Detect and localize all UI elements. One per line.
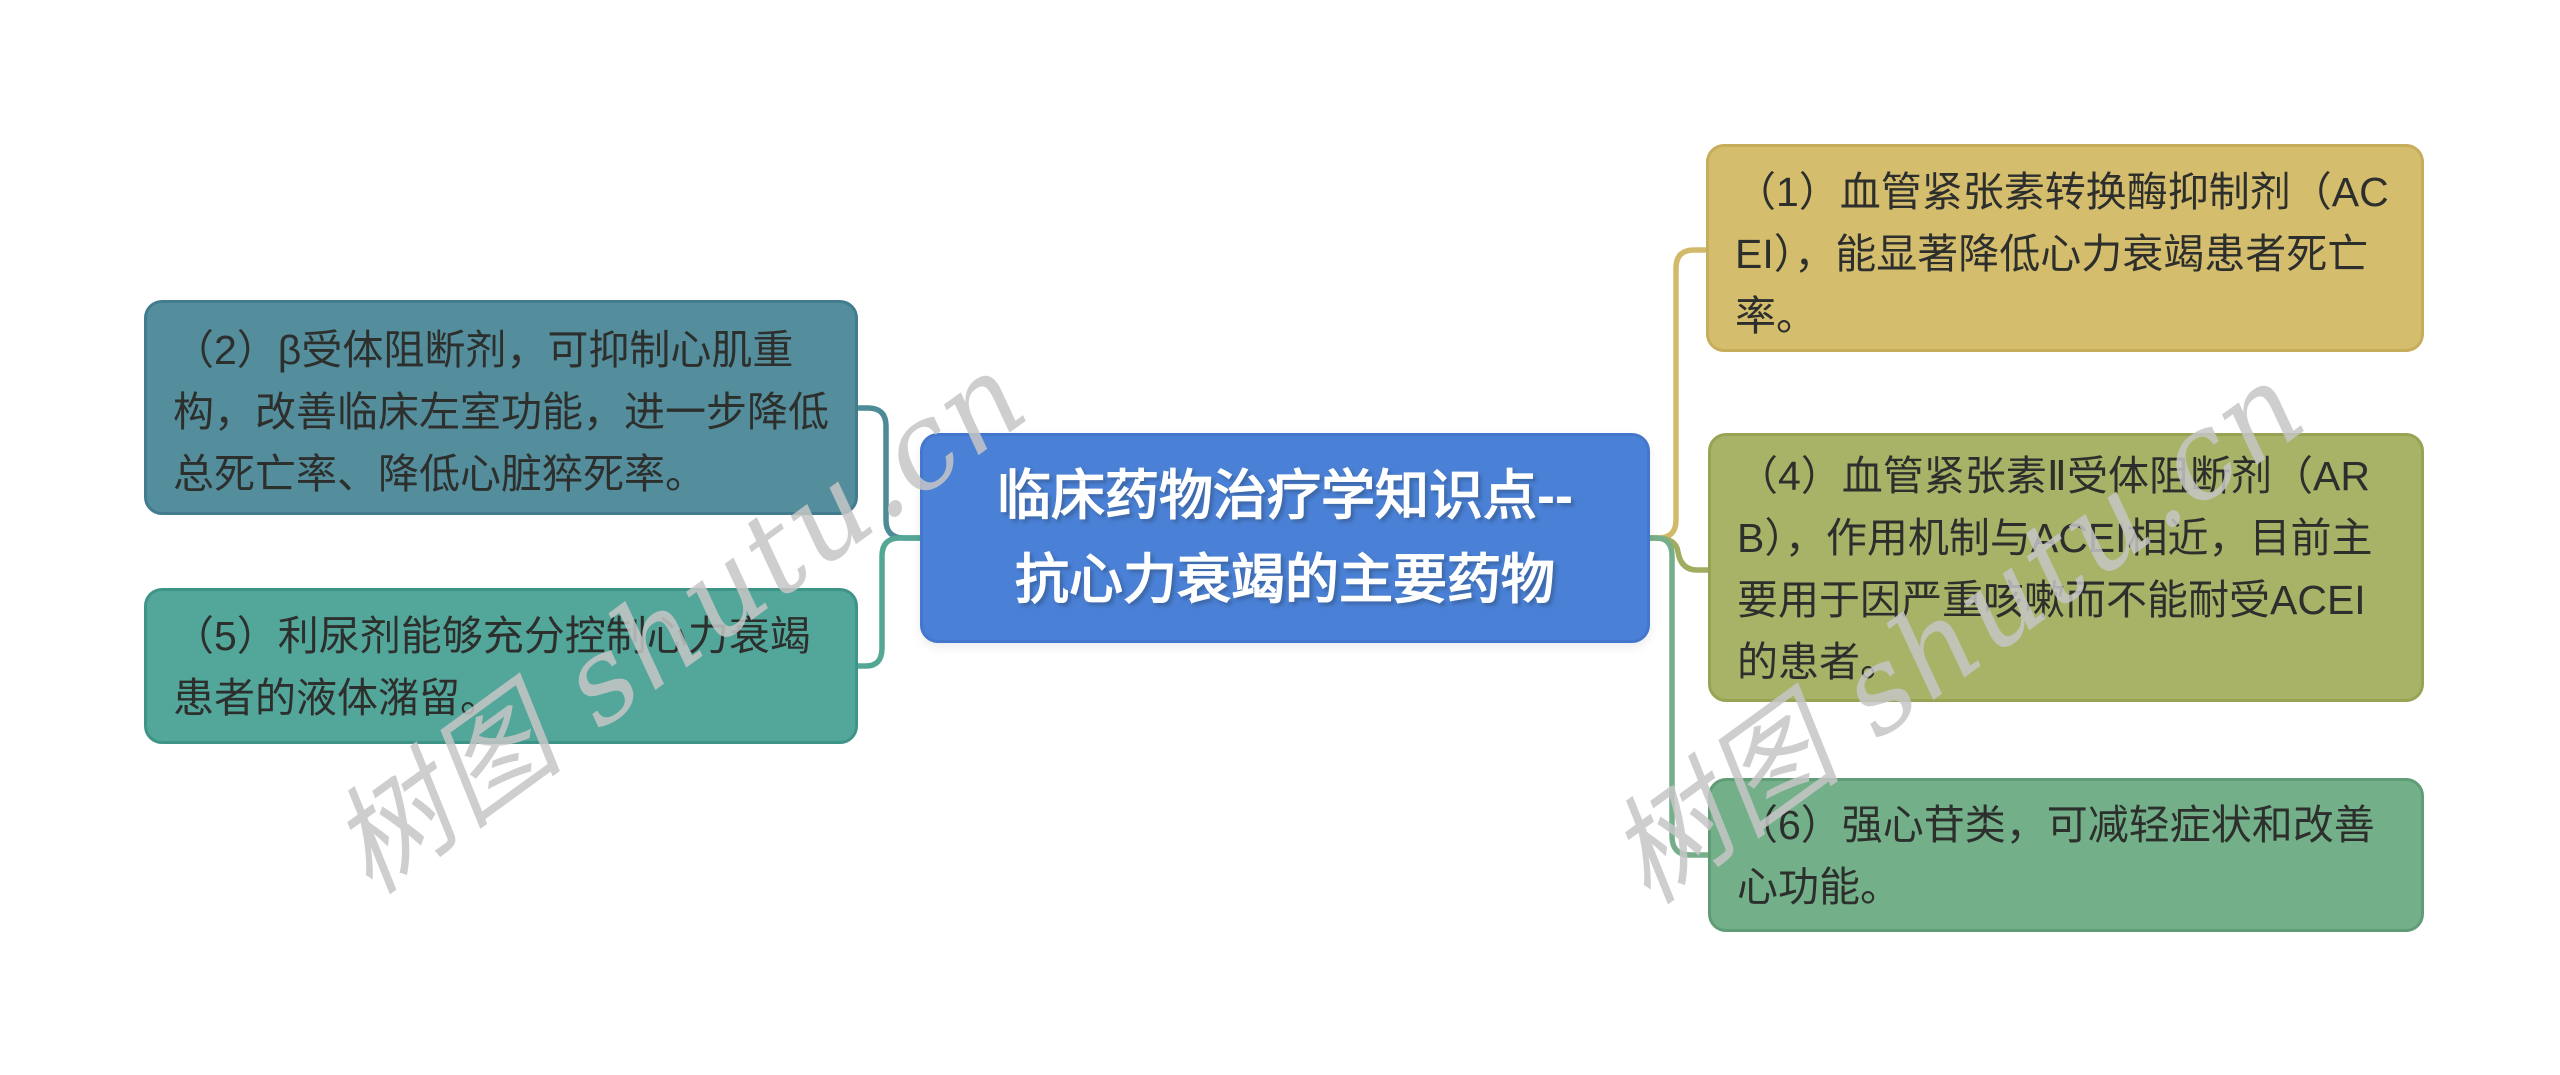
- connector-branch-1: [1647, 247, 1711, 541]
- connector-branch-2: [853, 405, 923, 541]
- connector-branch-5: [853, 535, 923, 669]
- central-topic: 临床药物治疗学知识点-- 抗心力衰竭的主要药物: [920, 433, 1650, 643]
- connector-branch-6: [1647, 535, 1713, 858]
- branch-node-5-diuretics: （5）利尿剂能够充分控制心力衰竭患者的液体潴留。: [144, 588, 858, 744]
- branch-node-1-acei: （1）血管紧张素转换酶抑制剂（ACEI），能显著降低心力衰竭患者死亡率。: [1706, 144, 2424, 352]
- central-topic-line2: 抗心力衰竭的主要药物: [1015, 550, 1555, 610]
- central-topic-line1: 临床药物治疗学知识点--: [997, 466, 1573, 526]
- branch-node-4-arb: （4）血管紧张素Ⅱ受体阻断剂（ARB），作用机制与ACEI相近，目前主要用于因严…: [1708, 433, 2424, 702]
- connector-branch-4: [1647, 535, 1713, 573]
- branch-node-2-beta-blockers: （2）β受体阻断剂，可抑制心肌重构，改善临床左室功能，进一步降低总死亡率、降低心…: [144, 300, 858, 515]
- branch-node-6-cardiac-glycosides: （6）强心苷类，可减轻症状和改善心功能。: [1708, 778, 2424, 932]
